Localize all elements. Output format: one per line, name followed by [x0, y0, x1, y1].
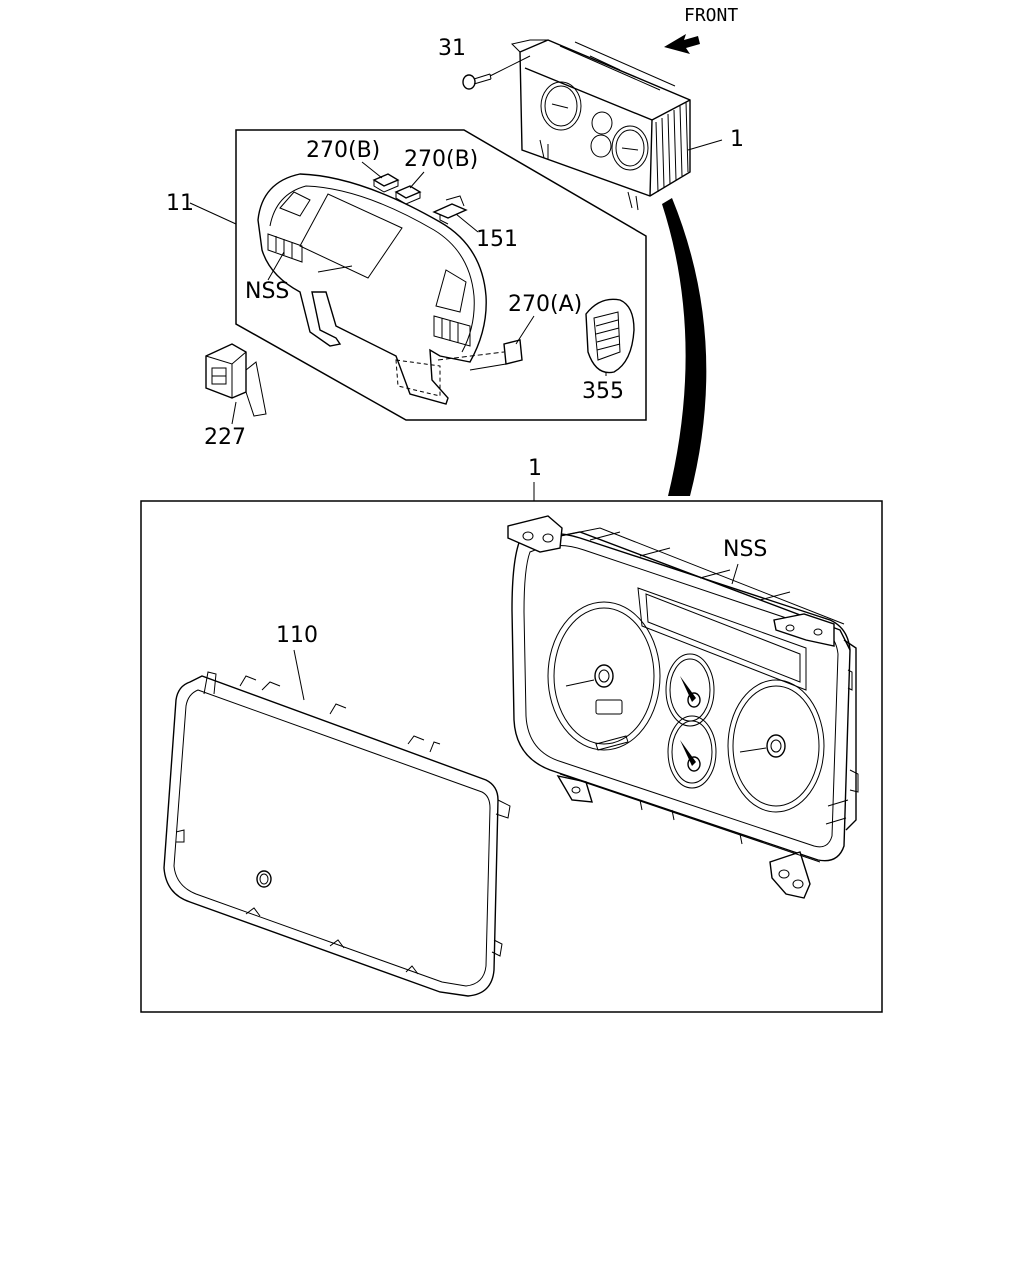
clip-270b-1 [372, 173, 400, 187]
leader-11 [189, 202, 237, 225]
switch-227 [205, 343, 267, 417]
callout-1-top: 1 [730, 127, 744, 152]
callout-151: 151 [476, 227, 518, 252]
callout-270b-2: 270(B) [404, 147, 478, 172]
cluster-large-view [507, 515, 859, 899]
leader-1-top [687, 139, 723, 151]
main-detail-box [140, 500, 883, 1013]
leader-nss-left [267, 251, 285, 281]
leader-227 [231, 401, 237, 425]
leader-nss-right [731, 563, 739, 585]
clip-270b-2 [394, 185, 422, 199]
callout-227: 227 [204, 425, 246, 450]
vent-355 [585, 298, 635, 374]
callout-11: 11 [166, 191, 194, 216]
curved-arrow-icon [662, 198, 707, 496]
callout-1-main: 1 [528, 456, 542, 481]
lens-cover-110 [163, 671, 511, 997]
callout-270b-1: 270(B) [306, 138, 380, 163]
front-arrow-icon [664, 34, 700, 54]
bezel-assembly-box [235, 129, 647, 421]
callout-355: 355 [582, 379, 624, 404]
leader-270a [515, 315, 535, 345]
clip-151 [432, 203, 468, 219]
screw-31 [462, 73, 492, 90]
callout-110: 110 [276, 623, 318, 648]
front-label: FRONT [684, 5, 738, 26]
callout-270a: 270(A) [508, 292, 582, 317]
leader-31 [489, 55, 531, 77]
leader-151 [455, 213, 479, 233]
cluster-small-view [511, 39, 691, 211]
leader-270b-2 [409, 171, 425, 189]
bezel-frame [257, 173, 487, 405]
leader-110 [293, 649, 305, 701]
callout-nss-left: NSS [245, 279, 289, 304]
leader-270b-1 [361, 161, 383, 179]
callout-31: 31 [438, 36, 466, 61]
clip-270a [503, 339, 523, 365]
callout-nss-right: NSS [723, 537, 767, 562]
